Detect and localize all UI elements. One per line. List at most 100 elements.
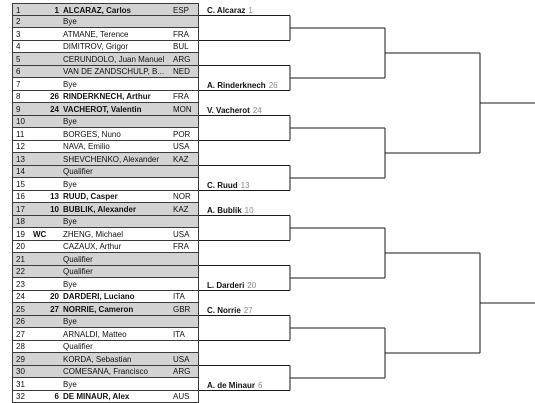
country-code: MON: [173, 104, 192, 114]
player-name: DIMITROV, Grigor: [63, 42, 129, 51]
winner-name: A. Rinderknech: [207, 80, 266, 90]
player-name: ALCARAZ, Carlos: [63, 5, 132, 15]
draw-line[interactable]: 17 10 BUBLIK, Alexander KAZ: [12, 203, 199, 216]
draw-line[interactable]: 26 Bye: [12, 315, 199, 328]
country-code: BUL: [173, 42, 189, 51]
player-name: Qualifier: [63, 167, 93, 176]
draw-position: 10: [16, 117, 25, 126]
draw-position: 2: [16, 17, 21, 26]
draw-position: 26: [16, 317, 25, 326]
draw-position: 22: [16, 267, 25, 276]
winner-seed: 13: [240, 180, 250, 190]
draw-position: 29: [16, 354, 25, 364]
player-name: BORGES, Nuno: [63, 129, 121, 139]
draw-line[interactable]: 23 Bye: [12, 278, 199, 291]
draw-position: 23: [16, 279, 25, 289]
player-name: Bye: [63, 279, 77, 289]
draw-position: 28: [16, 342, 25, 351]
country-code: KAZ: [173, 204, 189, 214]
winner-seed: 1: [248, 5, 253, 15]
player-name: Bye: [63, 317, 77, 326]
seed-number: 10: [50, 204, 59, 214]
player-name: VAN DE ZANDSCHULP, B...: [63, 67, 165, 76]
player-name: CAZAUX, Arthur: [63, 242, 122, 251]
country-code: KAZ: [173, 154, 189, 164]
winner-seed: 24: [252, 105, 262, 115]
draw-position: 21: [16, 254, 25, 264]
player-name: ARNALDI, Matteo: [63, 329, 127, 339]
country-code: AUS: [173, 392, 190, 401]
player-name: ATMANE, Terence: [63, 29, 129, 39]
player-name: NAVA, Emilio: [63, 142, 110, 151]
winner-name: A. Bublik: [207, 205, 242, 215]
country-code: NOR: [173, 192, 191, 201]
country-code: ARG: [173, 367, 191, 376]
player-name: ZHENG, Michael: [63, 229, 124, 239]
draw-line[interactable]: 21 Qualifier: [12, 253, 199, 266]
draw-position: 11: [16, 129, 25, 139]
player-name: RUUD, Casper: [63, 192, 118, 201]
player-name: NORRIE, Cameron: [63, 304, 134, 314]
player-name: Bye: [63, 117, 77, 126]
seed-number: 6: [54, 392, 59, 401]
player-name: DARDERI, Luciano: [63, 292, 135, 301]
winner-name: C. Norrie: [207, 305, 241, 315]
country-code: ARG: [173, 54, 191, 64]
draw-line[interactable]: 10 Bye: [12, 115, 199, 128]
country-code: ESP: [173, 5, 190, 15]
draw-position: 5: [16, 54, 21, 64]
winner-name: L. Darderi: [207, 280, 245, 290]
player-name: SHEVCHENKO, Alexander: [63, 154, 160, 164]
draw-position: 19: [16, 229, 25, 239]
player-name: BUBLIK, Alexander: [63, 204, 137, 214]
country-code: NED: [173, 67, 190, 76]
country-code: FRA: [173, 92, 189, 101]
player-name: Bye: [63, 217, 77, 226]
draw-position: 32: [16, 392, 25, 401]
country-code: GBR: [173, 304, 191, 314]
seed-number: 1: [54, 5, 59, 15]
draw-position: 17: [16, 204, 25, 214]
seed-number: 20: [50, 292, 59, 301]
draw-position: 20: [16, 242, 25, 251]
player-name: Qualifier: [63, 254, 93, 264]
country-code: USA: [173, 354, 190, 364]
draw-position: 25: [16, 304, 25, 314]
